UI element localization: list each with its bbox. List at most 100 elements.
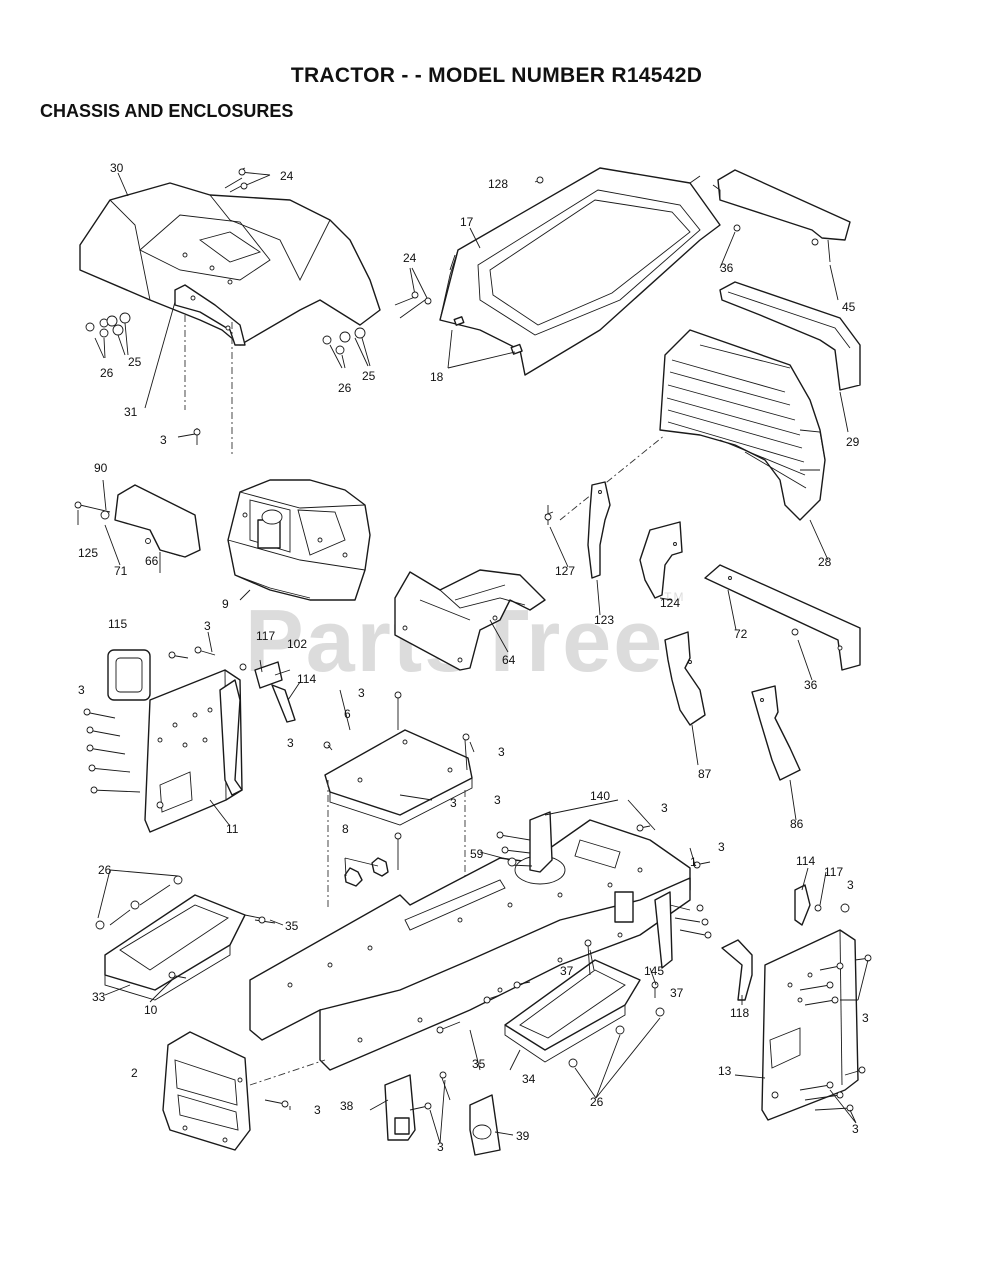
callout-37: 37 <box>670 986 684 1000</box>
part-114-bracket-left[interactable] <box>271 684 296 723</box>
part-1-main-frame[interactable] <box>249 819 691 1071</box>
callout-2: 2 <box>131 1066 138 1080</box>
part-86-bracket[interactable] <box>751 685 801 781</box>
part-11-left-panel[interactable] <box>144 669 243 833</box>
nuts-washers-25-26-right[interactable] <box>322 327 371 369</box>
bolts-3-left-cluster[interactable] <box>83 708 141 794</box>
callout-8: 8 <box>342 822 349 836</box>
bolts-3-plate[interactable] <box>323 691 470 870</box>
part-13-right-panel[interactable] <box>761 929 859 1121</box>
nut-71[interactable] <box>145 538 151 544</box>
part-87-bracket[interactable] <box>664 631 706 726</box>
callout-26: 26 <box>590 1095 604 1109</box>
part-64-dash-support[interactable] <box>394 569 546 671</box>
part-bracket-behind-dash[interactable] <box>219 679 243 796</box>
callout-33: 33 <box>92 990 106 1004</box>
bolt-10[interactable] <box>168 971 187 979</box>
callout-123: 123 <box>594 613 614 627</box>
callout-3: 3 <box>718 840 725 854</box>
callout-64: 64 <box>502 653 516 667</box>
callout-3: 3 <box>661 801 668 815</box>
part-8-clips[interactable] <box>344 857 389 887</box>
callout-3: 3 <box>852 1122 859 1136</box>
callout-140: 140 <box>590 789 610 803</box>
diagram-subtitle: CHASSIS AND ENCLOSURES <box>40 101 294 121</box>
callout-114: 114 <box>297 672 316 686</box>
callout-115: 115 <box>108 617 127 631</box>
part-38-bracket[interactable] <box>384 1074 416 1141</box>
part-33-footrest-left[interactable] <box>104 894 246 1001</box>
callout-102: 102 <box>287 637 307 651</box>
bolts-3-frame-right[interactable] <box>669 904 712 939</box>
bolts-3-front-plate[interactable] <box>264 1099 289 1108</box>
callout-45: 45 <box>842 300 856 314</box>
part-123-fender-bracket[interactable] <box>587 481 611 579</box>
bolts-3-lower-center[interactable] <box>409 1071 451 1111</box>
bolt-36-lower[interactable] <box>791 628 799 636</box>
bolt-125-washer-90[interactable] <box>74 479 111 520</box>
bolts-3-frame-top[interactable] <box>636 824 711 869</box>
part-6-floor-plate[interactable] <box>324 729 473 826</box>
clip-117-right[interactable] <box>814 904 822 912</box>
nuts-26-right[interactable] <box>568 1007 665 1068</box>
callout-66: 66 <box>145 554 159 568</box>
part-39-bracket[interactable] <box>469 1094 501 1156</box>
part-102-bracket[interactable] <box>254 661 283 689</box>
callout-3: 3 <box>314 1103 321 1117</box>
bolts-35-left[interactable] <box>244 914 276 924</box>
callout-24: 24 <box>280 169 294 183</box>
callout-24: 24 <box>403 251 417 265</box>
callout-117: 117 <box>256 629 275 643</box>
callout-10: 10 <box>144 1003 158 1017</box>
callout-28: 28 <box>818 555 832 569</box>
callout-3: 3 <box>862 1011 869 1025</box>
callout-9: 9 <box>222 597 229 611</box>
nuts-26-left[interactable] <box>95 875 183 930</box>
callout-3: 3 <box>78 683 85 697</box>
part-9-dash-console[interactable] <box>227 479 371 601</box>
bolt-3-bracket[interactable] <box>177 428 201 445</box>
part-2-front-plate[interactable] <box>162 1031 251 1151</box>
part-30-hood-top[interactable] <box>79 182 381 346</box>
callout-36: 36 <box>804 678 818 692</box>
callout-30: 30 <box>110 161 124 175</box>
nuts-washers-25-26-left[interactable] <box>85 312 131 359</box>
bolts-24-upper[interactable] <box>224 167 271 193</box>
diagram-title: TRACTOR - - MODEL NUMBER R14542D <box>290 64 703 87</box>
callout-72: 72 <box>734 627 748 641</box>
callout-3: 3 <box>204 619 211 633</box>
bolts-37-145[interactable] <box>584 939 659 998</box>
part-17-fender-pan[interactable] <box>439 167 721 376</box>
bolts-35-center[interactable] <box>436 981 531 1034</box>
callout-86: 86 <box>790 817 804 831</box>
part-45-fender-panel[interactable] <box>712 169 851 263</box>
callout-128: 128 <box>488 177 508 191</box>
callout-26: 26 <box>338 381 352 395</box>
part-118-bracket[interactable] <box>721 939 753 1001</box>
bolt-127[interactable] <box>544 505 554 525</box>
clip-117-left[interactable] <box>239 663 247 671</box>
part-34-footrest-right[interactable] <box>504 959 641 1063</box>
part-28-rear-fender[interactable] <box>559 329 826 521</box>
callout-87: 87 <box>698 767 712 781</box>
callout-3: 3 <box>498 745 505 759</box>
bolt-36-upper[interactable] <box>733 224 741 232</box>
bolts-3-upper-left[interactable] <box>168 646 216 659</box>
part-29-fender-cover[interactable] <box>719 281 861 391</box>
part-114-bracket-right[interactable] <box>794 884 811 926</box>
callout-35: 35 <box>472 1057 486 1071</box>
part-124-fender-bracket[interactable] <box>639 521 683 599</box>
part-frame-right-bracket[interactable] <box>654 891 673 969</box>
part-31-hood-bracket[interactable] <box>144 284 246 409</box>
bolts-3-right-cluster[interactable] <box>799 954 872 1112</box>
part-115-grommet[interactable] <box>107 649 151 701</box>
part-66-plate[interactable] <box>114 484 201 558</box>
nut-59[interactable] <box>507 857 517 867</box>
callout-37: 37 <box>560 964 574 978</box>
bolt-3-right-top[interactable] <box>840 903 850 913</box>
callout-11: 11 <box>226 822 239 836</box>
part-72-fender-support[interactable] <box>704 564 861 671</box>
bolts-24-side[interactable] <box>394 267 432 319</box>
callout-59: 59 <box>470 847 484 861</box>
callout-3: 3 <box>437 1140 444 1154</box>
